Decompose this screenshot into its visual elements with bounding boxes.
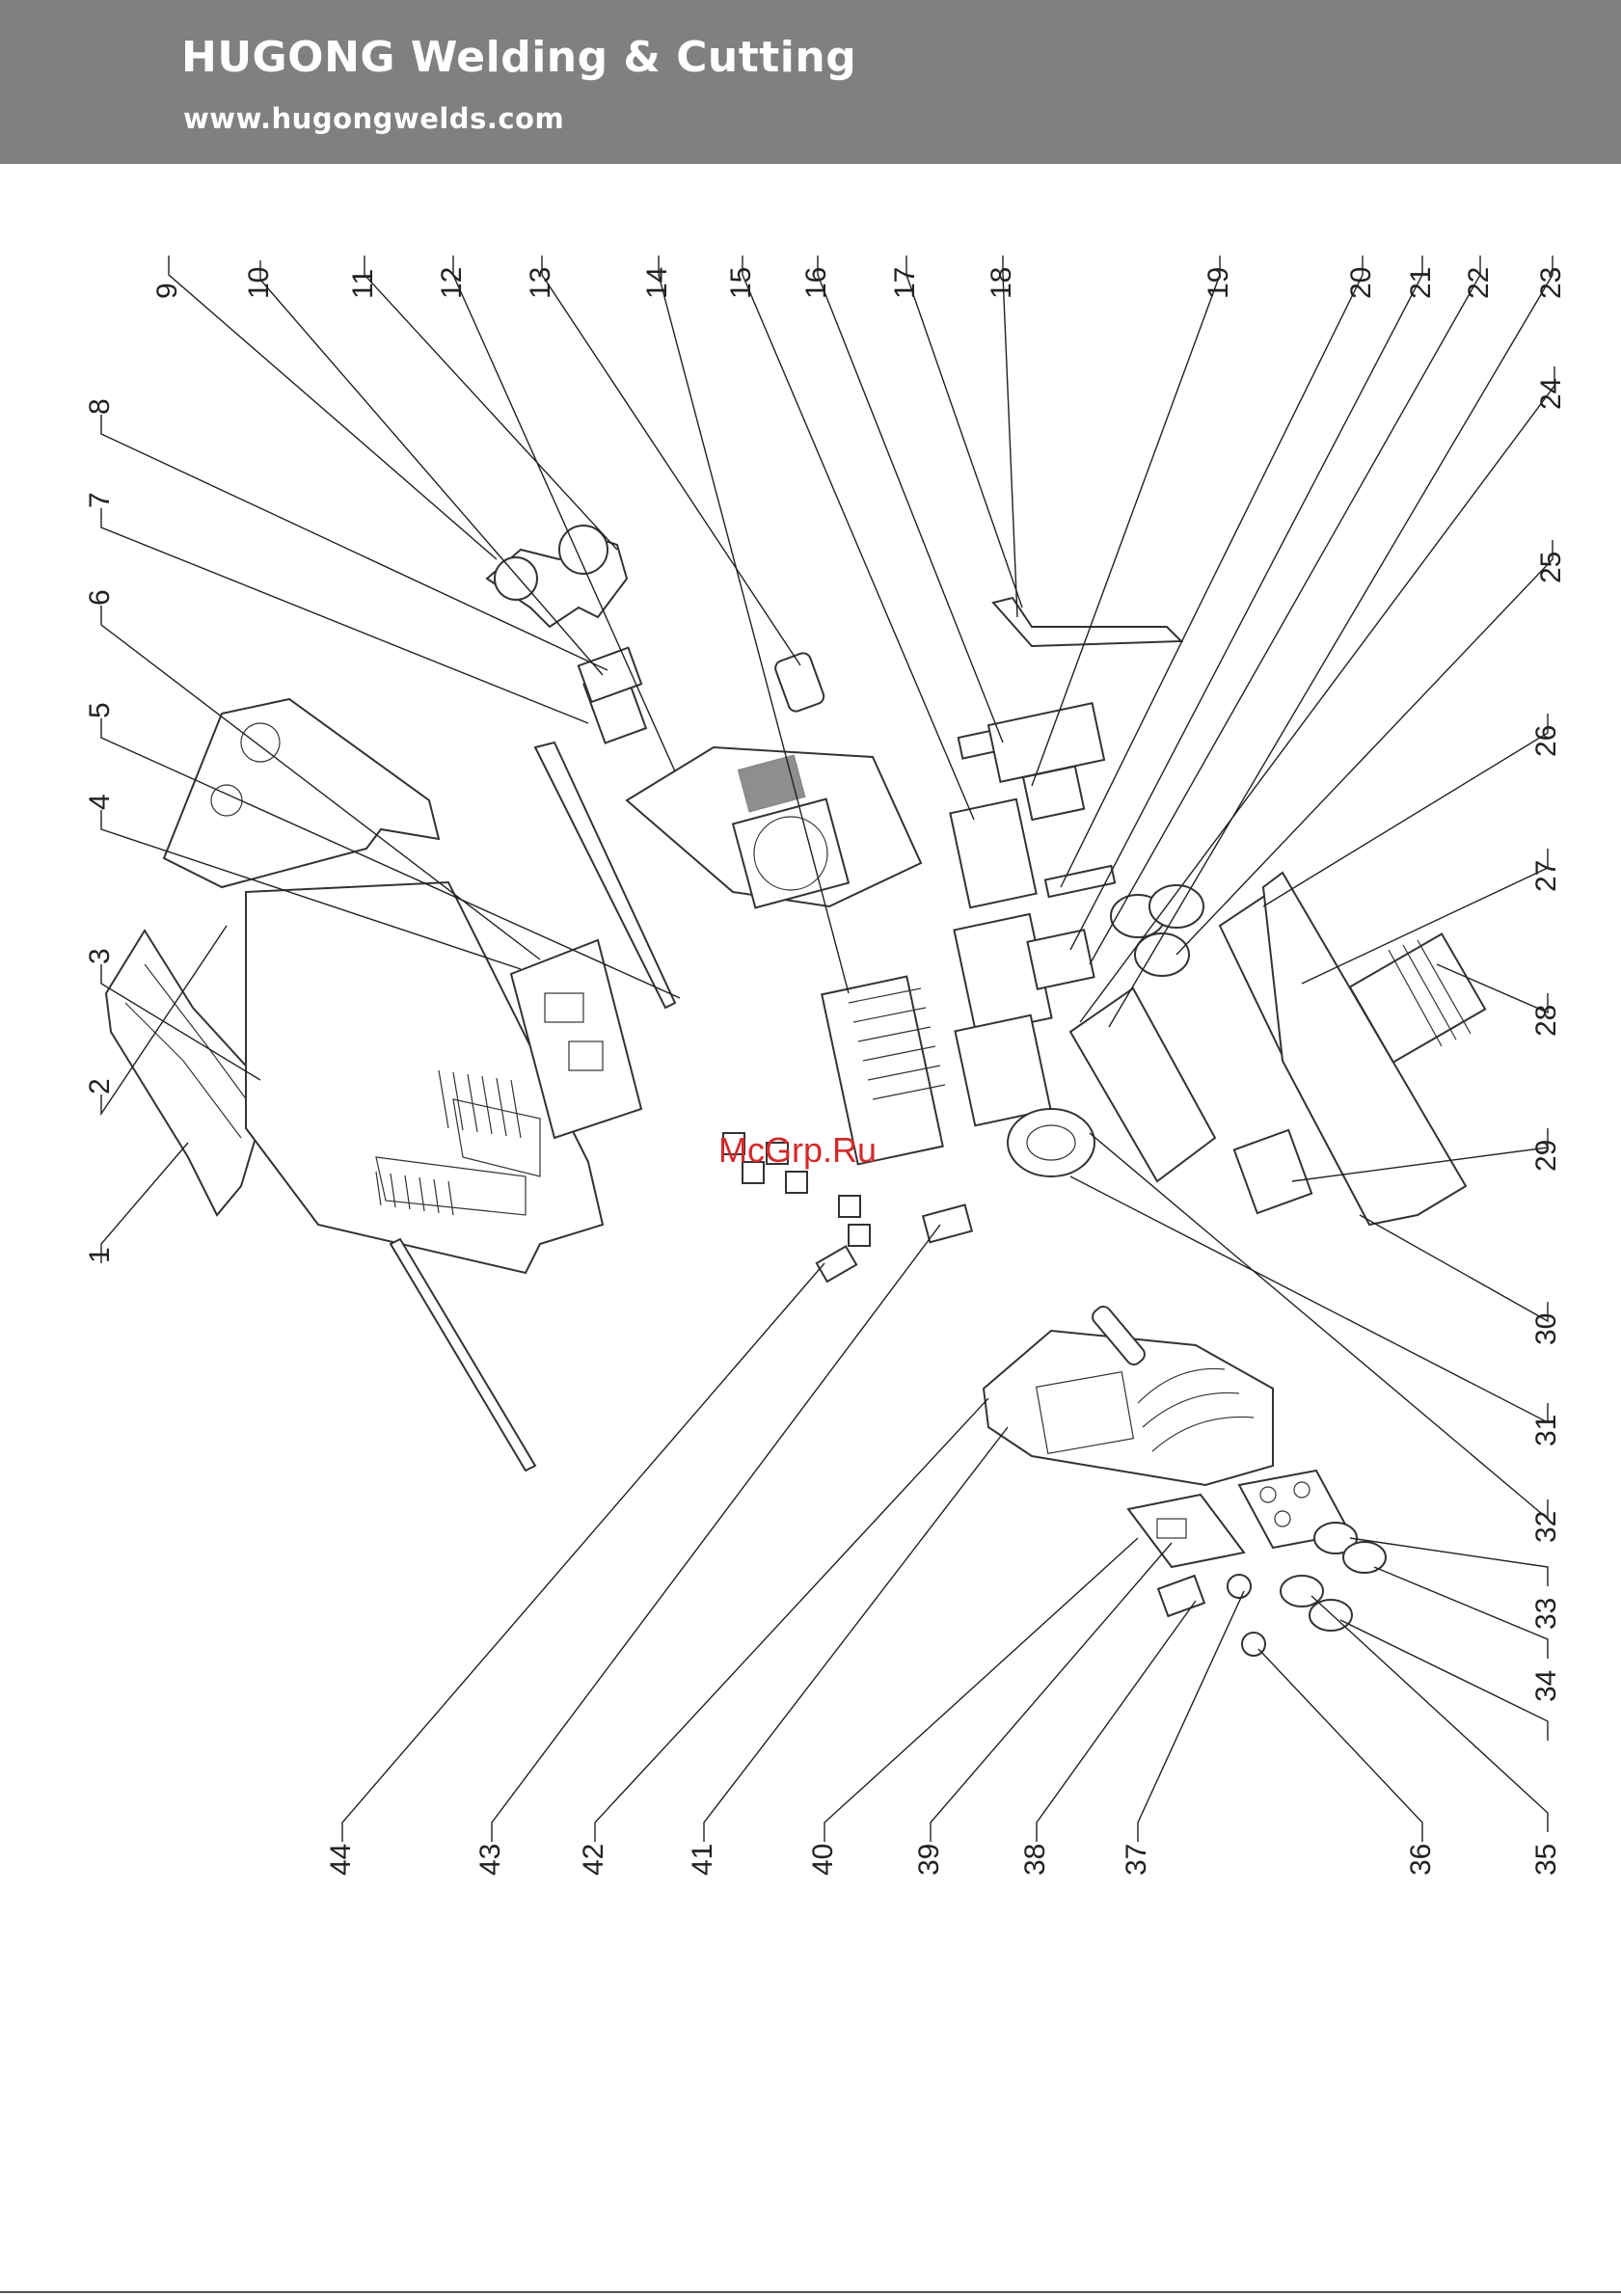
part-number-label: 26 (1530, 725, 1562, 757)
part-number-label: 6 (84, 589, 116, 606)
bottom-rule (0, 2291, 1621, 2293)
part-number-label: 12 (436, 267, 468, 299)
part-number-label: 18 (986, 267, 1017, 299)
diode-module-part (1027, 930, 1094, 988)
output-relay-part (1234, 1130, 1311, 1213)
part-number-label: 11 (347, 269, 379, 299)
part-number-label: 34 (1530, 1670, 1562, 1702)
part-number-label: 43 (474, 1844, 506, 1876)
rectifier-part (817, 1246, 856, 1282)
part-number-label: 1 (84, 1247, 116, 1263)
parts-drawing (106, 526, 1485, 1656)
bracket-plate-part (955, 1015, 1050, 1125)
part-number-label: 28 (1530, 1005, 1562, 1037)
part-number-label: 40 (807, 1844, 839, 1876)
part-number-label: 3 (84, 948, 116, 964)
part-number-label: 15 (725, 267, 757, 299)
part-number-label: 44 (325, 1844, 357, 1876)
heatsink-b-part (950, 799, 1036, 907)
part-number-label: 21 (1405, 267, 1437, 299)
part-number-label: 10 (243, 267, 275, 299)
part-number-label: 23 (1535, 267, 1567, 299)
small-board-part (923, 1205, 972, 1243)
watermark-text: McGrp.Ru (718, 1130, 877, 1170)
part-number-label: 39 (913, 1844, 945, 1876)
part-number-label: 17 (889, 267, 921, 299)
part-number-label: 4 (84, 794, 116, 810)
part-number-label: 9 (151, 283, 183, 299)
part-number-label: 38 (1019, 1844, 1051, 1876)
part-number-label: 19 (1202, 267, 1234, 299)
part-number-label: 22 (1463, 267, 1495, 299)
part-number-label: 7 (84, 492, 116, 508)
base-rail-part (391, 1239, 535, 1471)
part-number-label: 5 (84, 702, 116, 718)
spacer-part (988, 703, 1104, 782)
part-number-label: 27 (1530, 860, 1562, 892)
output-inductor-part (1008, 1109, 1094, 1176)
part-number-label: 16 (800, 267, 832, 299)
back-panel-part (164, 699, 439, 887)
part-number-label: 13 (525, 267, 556, 299)
part-number-label: 25 (1535, 552, 1567, 583)
part-number-label: 2 (84, 1078, 116, 1094)
part-number-label: 35 (1530, 1844, 1562, 1876)
part-number-label: 30 (1530, 1313, 1562, 1345)
display-window-part (1158, 1576, 1204, 1616)
part-number-label: 33 (1530, 1598, 1562, 1630)
part-number-label: 29 (1530, 1140, 1562, 1172)
part-number-label: 14 (641, 267, 673, 299)
part-number-label: 20 (1345, 267, 1377, 299)
small-bar-part (1045, 866, 1115, 897)
part-number-label: 8 (84, 398, 116, 415)
part-number-label: 24 (1535, 378, 1567, 410)
part-number-label: 37 (1121, 1844, 1152, 1876)
part-number-label: 42 (578, 1844, 609, 1876)
part-number-label: 36 (1405, 1844, 1437, 1876)
part-number-label: 41 (687, 1844, 718, 1876)
part-number-label: 32 (1530, 1511, 1562, 1543)
part-number-label: 31 (1530, 1415, 1562, 1446)
cable-grommet-part (773, 651, 826, 714)
